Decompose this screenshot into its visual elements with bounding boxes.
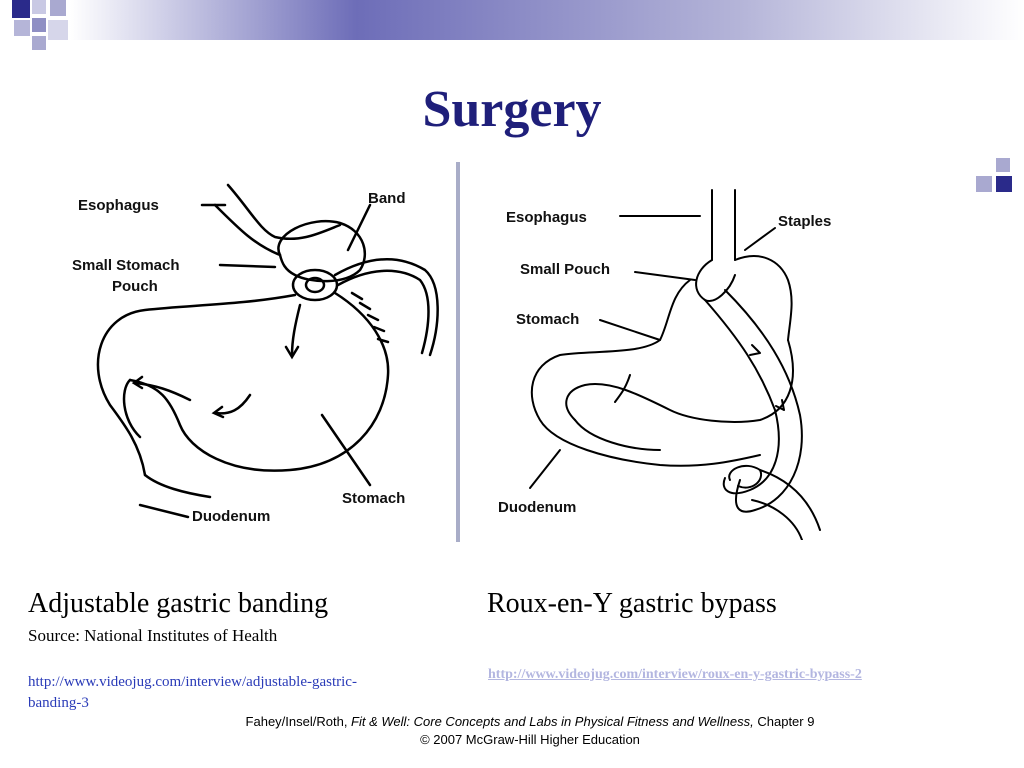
label-staples: Staples xyxy=(778,213,831,230)
link-line-1: http://www.videojug.com/interview/adjust… xyxy=(28,674,357,690)
caption-gastric-banding: Adjustable gastric banding xyxy=(28,588,329,619)
gastric-banding-diagram: Esophagus Band Small Stomach Pouch Stoma… xyxy=(72,183,439,525)
label-small-pouch: Small Pouch xyxy=(520,261,610,278)
footer: Fahey/Insel/Roth, Fit & Well: Core Conce… xyxy=(200,713,860,749)
slide-title: Surgery xyxy=(422,81,602,138)
label-small-stomach: Small Stomach xyxy=(72,257,180,274)
label-stomach: Stomach xyxy=(516,311,579,328)
footer-chapter: Chapter 9 xyxy=(753,714,815,729)
footer-authors: Fahey/Insel/Roth, xyxy=(245,714,352,729)
gastric-bypass-diagram: Esophagus Staples Small Pouch Stomach Du… xyxy=(498,189,831,540)
label-duodenum: Duodenum xyxy=(498,499,576,516)
caption-gastric-bypass: Roux-en-Y gastric bypass xyxy=(487,588,777,619)
label-esophagus: Esophagus xyxy=(506,209,587,226)
label-esophagus: Esophagus xyxy=(78,197,159,214)
label-duodenum: Duodenum xyxy=(192,508,270,525)
divider xyxy=(456,162,460,542)
source-text: Source: National Institutes of Health xyxy=(28,626,278,645)
link-gastric-bypass[interactable]: http://www.videojug.com/interview/roux-e… xyxy=(488,667,862,682)
footer-copyright: © 2007 McGraw-Hill Higher Education xyxy=(420,732,640,747)
link-gastric-banding[interactable]: http://www.videojug.com/interview/adjust… xyxy=(28,672,357,714)
link-line-2: banding-3 xyxy=(28,695,89,711)
label-pouch: Pouch xyxy=(112,278,158,295)
label-stomach: Stomach xyxy=(342,490,405,507)
label-band: Band xyxy=(368,190,406,207)
footer-book-title: Fit & Well: Core Concepts and Labs in Ph… xyxy=(351,714,754,729)
